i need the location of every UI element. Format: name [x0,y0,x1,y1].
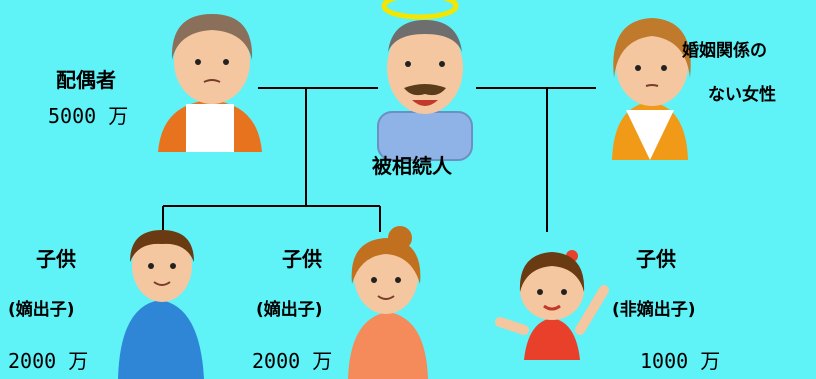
spouse-figure [158,14,262,152]
spouse-amount: 5000 万 [48,104,129,128]
halo-icon [381,0,459,20]
deceased-label: 被相続人 [372,154,452,178]
child1-figure [118,230,204,379]
child3-kind: (非嫡出子) [612,300,696,320]
partner-label-line1: 婚姻関係の [682,41,767,61]
child3-figure [495,250,609,360]
spouse-label: 配偶者 [56,68,116,92]
child3-amount: 1000 万 [640,349,721,373]
child2-figure [348,226,428,379]
child3-label: 子供 [636,247,676,271]
partner-figure [612,18,691,160]
child1-kind: (嫡出子) [8,300,75,320]
deceased-figure [377,20,473,161]
relationship-lines [162,87,596,232]
child2-label: 子供 [282,247,322,271]
child1-label: 子供 [36,247,76,271]
child2-kind: (嫡出子) [256,300,323,320]
child2-amount: 2000 万 [252,349,333,373]
child1-amount: 2000 万 [8,349,89,373]
partner-label-line2: ない女性 [708,85,776,105]
